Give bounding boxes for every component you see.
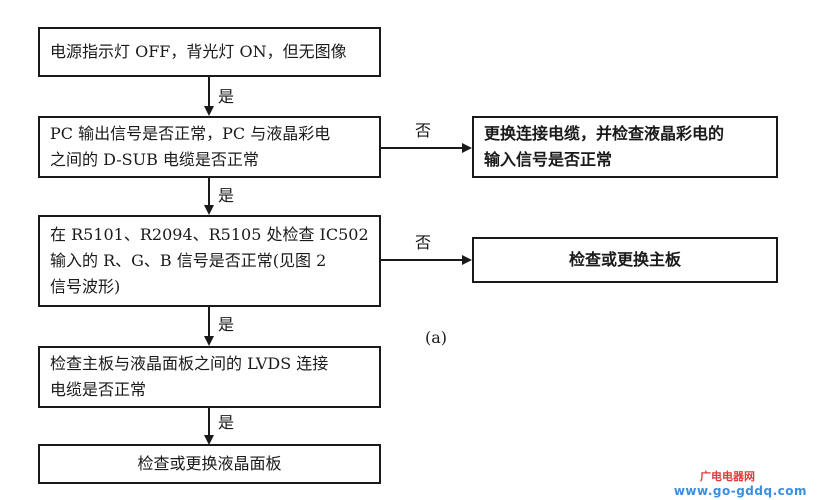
yes-label: 是 — [218, 186, 235, 205]
replace-cable-box: 更换连接电缆，并检查液晶彩电的 输入信号是否正常 — [472, 116, 778, 178]
replace-cable-line1: 更换连接电缆，并检查液晶彩电的 — [484, 124, 725, 143]
arrow-right-icon — [462, 143, 472, 153]
step-rgb-check-line2: 输入的 R、G、B 信号是否正常(见图 2 — [50, 251, 327, 270]
no-label: 否 — [415, 233, 432, 252]
step-rgb-check-box: 在 R5101、R2094、R5105 处检查 IC502 输入的 R、G、B … — [38, 215, 381, 307]
yes-label: 是 — [218, 87, 235, 106]
yes-label: 是 — [218, 315, 235, 334]
connector-line — [381, 259, 463, 261]
replace-cable-line2: 输入信号是否正常 — [484, 150, 613, 169]
replace-mainboard-text: 检查或更换主板 — [568, 250, 681, 269]
arrow-down-icon — [204, 336, 214, 346]
replace-mainboard-box: 检查或更换主板 — [472, 237, 778, 283]
watermark-logo-text: 广电电器网 — [700, 470, 755, 483]
step-lvds-cable-box: 检查主板与液晶面板之间的 LVDS 连接 电缆是否正常 — [38, 346, 381, 408]
yes-label: 是 — [218, 413, 235, 432]
step-pc-signal-line1: PC 输出信号是否正常，PC 与液晶彩电 — [50, 124, 331, 143]
replace-lcd-panel-box: 检查或更换液晶面板 — [38, 444, 381, 484]
connector-line — [208, 77, 210, 107]
step-lvds-cable-line2: 电缆是否正常 — [50, 380, 147, 399]
connector-line — [208, 307, 210, 337]
arrow-down-icon — [204, 205, 214, 215]
step-pc-signal-line2: 之间的 D-SUB 电缆是否正常 — [50, 150, 259, 169]
replace-lcd-panel-text: 检查或更换液晶面板 — [137, 454, 282, 473]
step-power-indicator-box: 电源指示灯 OFF，背光灯 ON，但无图像 — [38, 27, 381, 77]
connector-line — [381, 147, 463, 149]
step-pc-signal-box: PC 输出信号是否正常，PC 与液晶彩电 之间的 D-SUB 电缆是否正常 — [38, 116, 381, 178]
connector-line — [208, 408, 210, 436]
step-rgb-check-line1: 在 R5101、R2094、R5105 处检查 IC502 — [50, 225, 369, 244]
arrow-right-icon — [462, 255, 472, 265]
no-label: 否 — [415, 121, 432, 140]
connector-line — [208, 178, 210, 206]
watermark-url: www.go-gddq.com — [673, 484, 807, 498]
arrow-down-icon — [204, 106, 214, 116]
figure-caption: (a) — [425, 328, 448, 347]
arrow-down-icon — [204, 435, 214, 445]
step-rgb-check-line3: 信号波形) — [50, 277, 121, 296]
step-power-indicator-text: 电源指示灯 OFF，背光灯 ON，但无图像 — [50, 42, 347, 61]
step-lvds-cable-line1: 检查主板与液晶面板之间的 LVDS 连接 — [50, 354, 329, 373]
